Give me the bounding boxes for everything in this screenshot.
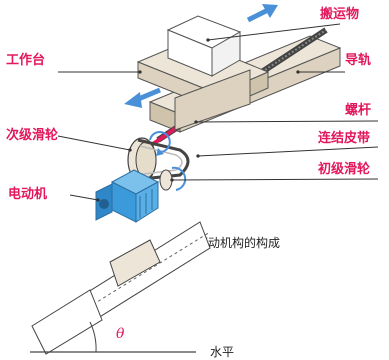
label-belt: 连结皮带	[318, 130, 370, 146]
diagram-caption: 驱动机构的构成	[196, 235, 280, 250]
label-table: 工作台	[6, 52, 45, 68]
motor	[95, 169, 160, 223]
rotation-arrow-secondary	[149, 131, 171, 156]
leader-lines	[57, 23, 379, 202]
move-arrow-left	[124, 87, 161, 108]
belt	[131, 138, 190, 182]
move-arrow-right	[246, 4, 278, 23]
label-horizontal: 水平	[210, 345, 234, 359]
label-secondary-pulley: 次级滑轮	[6, 127, 58, 143]
label-load: 搬运物	[320, 6, 359, 22]
inclined-mechanism	[30, 221, 211, 355]
angle-theta: θ	[116, 326, 125, 342]
label-motor: 电动机	[8, 186, 47, 202]
primary-pulley	[159, 166, 187, 191]
label-rail: 导轨	[345, 52, 371, 68]
label-primary-pulley: 初级滑轮	[318, 161, 370, 177]
label-screw: 螺杆	[345, 102, 371, 118]
